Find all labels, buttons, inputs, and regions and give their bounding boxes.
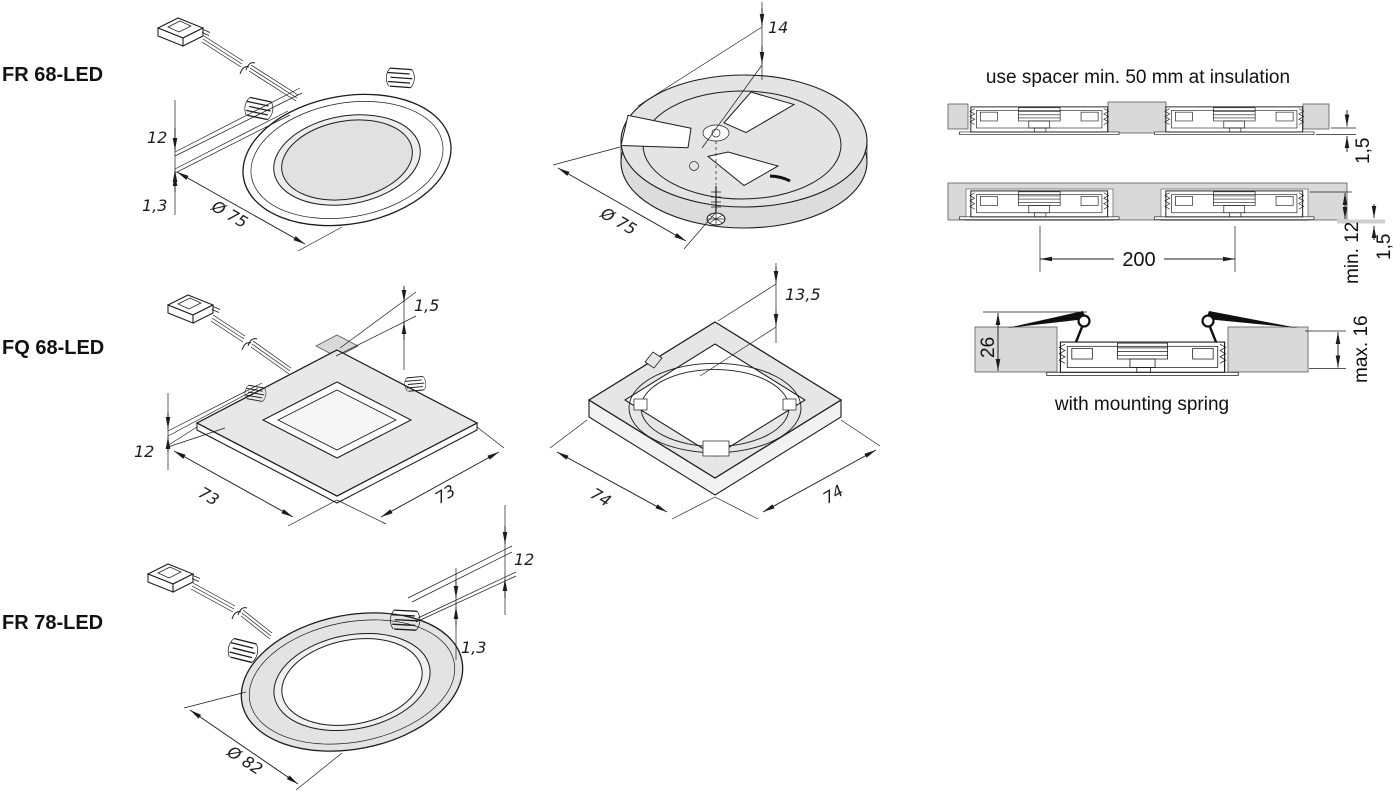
- frame-seat-notch: [702, 440, 730, 457]
- cable: [201, 35, 299, 102]
- lens-inner: [277, 389, 397, 451]
- dim-recess: 12: [134, 442, 154, 461]
- dim-width: 74: [587, 484, 614, 511]
- mounting-spring-icon: [1007, 311, 1298, 343]
- dim-height: 14: [768, 18, 788, 37]
- dim-diameter: Ø 75: [597, 203, 640, 239]
- dim-min-depth: min. 12: [1342, 222, 1363, 284]
- insulation-cross-section: 200 min. 12 1,5: [947, 182, 1395, 284]
- installation-guide: use spacer min. 50 mm at insulation 1,5 …: [947, 67, 1395, 415]
- product-label-fr68: FR 68-LED: [2, 64, 103, 86]
- fr68-rear-view: 14 Ø 75: [552, 2, 868, 250]
- fr78-front-view: 12 1,3 Ø 82: [147, 505, 534, 791]
- dim-width: 73: [195, 483, 222, 510]
- dim-bezel: 1,3: [461, 638, 486, 657]
- dim-protrusion: 1,5: [414, 296, 439, 315]
- product-label-fq68: FQ 68-LED: [2, 337, 104, 359]
- ring-hub: [689, 124, 791, 183]
- dim-bezel: 1,3: [142, 196, 167, 215]
- fq68-front-view: 1,5 12 73 73: [134, 286, 505, 527]
- spacer-cross-section: 1,5: [947, 101, 1374, 164]
- fq68-frame-view: 13,5 74 74: [549, 263, 881, 520]
- round-downlight: [240, 612, 464, 752]
- round-downlight: [242, 93, 452, 227]
- dim-recess: 12: [514, 550, 534, 569]
- dim-depth: 73: [432, 481, 459, 508]
- product-label-fr78: FR 78-LED: [2, 612, 103, 634]
- spring-caption: with mounting spring: [1054, 394, 1229, 415]
- dim-max-depth: max. 16: [1351, 315, 1372, 383]
- dim-height: 13,5: [785, 285, 821, 304]
- dim-recess: 12: [147, 128, 167, 147]
- installation-title: use spacer min. 50 mm at insulation: [986, 67, 1290, 88]
- dim-flange: 1,5: [1353, 138, 1374, 164]
- frame-notch: [644, 351, 663, 369]
- cable: [190, 582, 273, 640]
- dim-panel-thickness: 26: [978, 337, 999, 358]
- dim-spacing: 200: [1122, 249, 1155, 271]
- cable: [210, 314, 292, 375]
- spring-cross-section: 26 max. 16 with mounting spring: [974, 311, 1372, 415]
- dim-depth: 74: [820, 481, 847, 508]
- dim-flange: 1,5: [1374, 234, 1395, 260]
- fr68-front-view: 12 1,3 Ø 75: [142, 17, 452, 252]
- ring-openings: [621, 92, 794, 185]
- screw-icon: [706, 141, 726, 226]
